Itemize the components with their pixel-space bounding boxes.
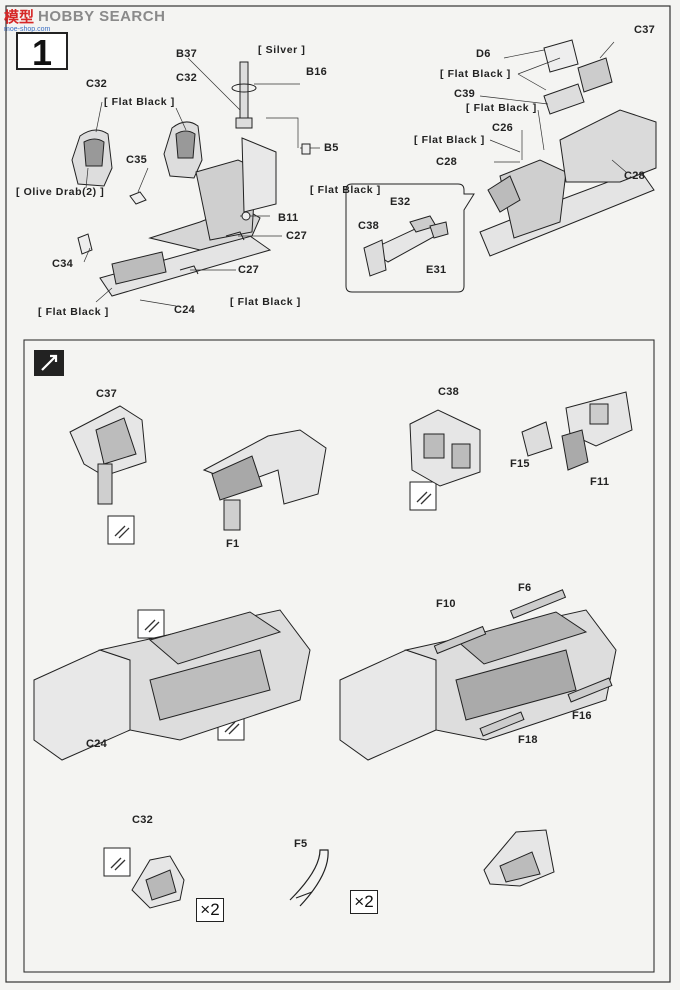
part-f16: F16 [572,710,592,722]
part-c34: C34 [52,258,74,270]
site-logo-chinese: 模型 [4,7,35,26]
part-b5: B5 [324,142,339,154]
part-f5: F5 [294,838,308,850]
part-f10: F10 [436,598,456,610]
paint-flat-black-3: [ Flat Black ] [38,306,109,318]
part-c28-a: C28 [436,156,458,168]
part-f11: F11 [590,476,610,488]
seat-right [163,121,203,179]
part-c35-bracket [129,191,147,205]
site-logo[interactable]: 模型 HOBBY SEARCH [4,4,165,28]
part-b16: B16 [306,66,328,78]
part-c27-b: C27 [238,264,260,276]
side-panel-c38 [409,409,481,487]
detail-callout [345,183,475,293]
paint-flat-black-6: [ Flat Black ] [414,134,485,146]
part-c27-pedal-b [179,265,199,275]
seat-c32-bottom [131,855,185,909]
part-f18: F18 [518,734,538,746]
part-c28-b: C28 [624,170,646,182]
site-logo-text: HOBBY SEARCH [38,7,166,25]
part-b5-clip [301,143,311,155]
etch-part-icon-marks [110,491,432,871]
part-c37-bottom: C37 [96,388,118,400]
seat-left [71,129,113,187]
paint-flat-black-2: [ Flat Black ] [230,296,301,308]
cockpit-tub-assembly [99,137,277,297]
control-stick [231,61,257,129]
step-number: 1 [32,32,53,73]
part-c32-a: C32 [86,78,108,90]
part-b11-knob [241,211,251,221]
cockpit-assembled [479,39,657,257]
multiplier-x2-b: ×2 [350,890,378,914]
part-f6: F6 [518,582,532,594]
part-c37-top: C37 [634,24,656,36]
cockpit-tub-c24-etched [339,589,617,761]
part-c35: C35 [126,154,148,166]
part-d6: D6 [476,48,491,60]
page-border [5,5,671,983]
instrument-panel-c37 [69,405,147,505]
part-c32-b: C32 [176,72,198,84]
photo-etch-panel [23,339,655,973]
part-e32: E32 [390,196,411,208]
seat-frame-f5 [289,849,329,907]
part-e31: E31 [426,264,447,276]
paint-flat-black-1: [ Flat Black ] [104,96,175,108]
part-c34-bracket [77,233,93,255]
part-c27-a: C27 [286,230,308,242]
step-number-box: 1 [16,32,68,73]
part-c38-bottom: C38 [438,386,460,398]
paint-flat-black-7: [ Flat Black ] [310,184,381,196]
instrument-panel-c37-etched [202,429,327,531]
leader-lines-top-right [479,41,627,173]
paint-silver: [ Silver ] [258,44,306,56]
side-panel-f11-f15 [521,391,633,471]
seat-assembled [483,829,555,887]
part-c32-bottom: C32 [132,814,154,826]
paint-olive-drab: [ Olive Drab(2) ] [16,186,105,198]
part-f1: F1 [226,538,240,550]
part-f15: F15 [510,458,530,470]
part-c27-pedal-a [225,231,245,241]
part-c39: C39 [454,88,476,100]
cockpit-tub-c24 [33,609,311,761]
photo-etch-arrow-icon [34,350,64,376]
part-c24-bottom: C24 [86,738,108,750]
part-b11: B11 [278,212,299,224]
part-c26: C26 [492,122,514,134]
paint-flat-black-4: [ Flat Black ] [440,68,511,80]
paint-flat-black-5: [ Flat Black ] [466,102,537,114]
multiplier-x2-a: ×2 [196,898,224,922]
part-b37: B37 [176,48,198,60]
watermark: moe-shop.com [4,26,51,33]
part-c38-inset: C38 [358,220,380,232]
part-c24: C24 [174,304,196,316]
